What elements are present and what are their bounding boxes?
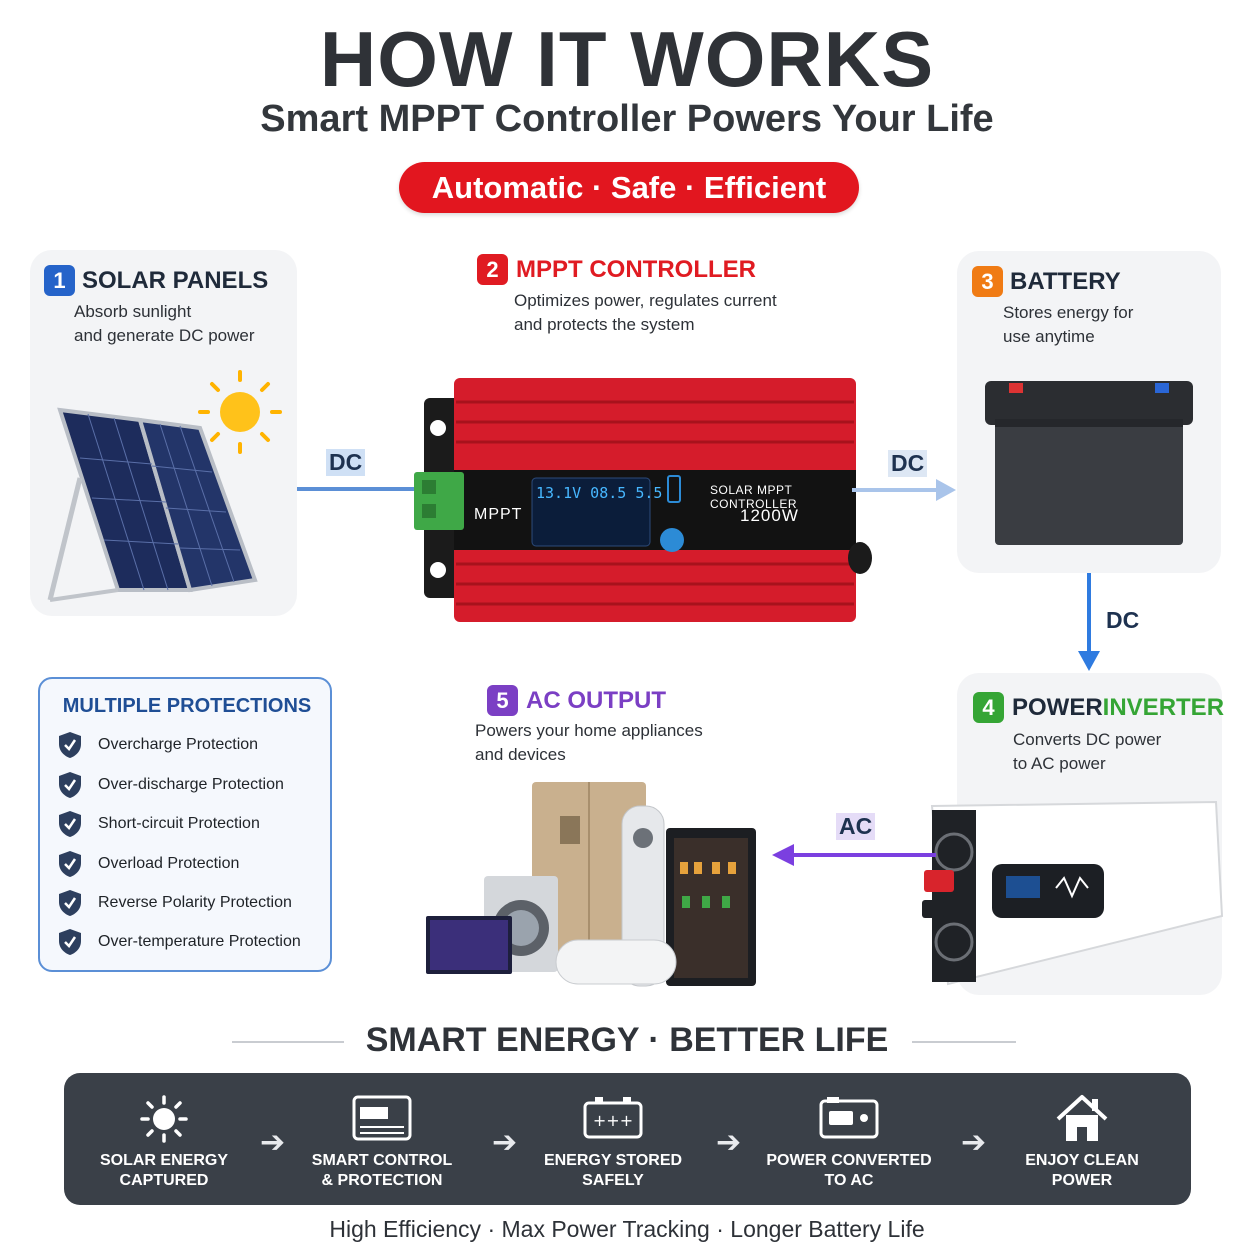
- protection-item-label: Overcharge Protection: [98, 736, 259, 753]
- step-desc-line: Powers your home appliances: [475, 721, 703, 740]
- step-desc-line: use anytime: [1003, 327, 1095, 346]
- controller-lcd-readout: 13.1V 08.5 5.5: [536, 484, 663, 502]
- step-desc-line: and generate DC power: [74, 326, 255, 345]
- step-desc-line: Optimizes power, regulates current: [514, 291, 777, 310]
- step-desc-line: and devices: [475, 745, 566, 764]
- arrow-right-icon: ➔: [716, 1126, 742, 1159]
- battery-image: [985, 381, 1193, 545]
- protection-item-label: Short-circuit Protection: [98, 815, 260, 832]
- protection-item-label: Over-discharge Protection: [98, 776, 284, 793]
- protection-item: Over-discharge Protection: [58, 770, 284, 800]
- flow-line-dc-3: [1087, 573, 1091, 653]
- battery-icon: +++: [583, 1097, 643, 1139]
- strip-step-label: POWER CONVERTED: [766, 1152, 932, 1169]
- step-badge-3: 3: [972, 266, 1003, 297]
- protection-item-label: Overload Protection: [98, 855, 240, 872]
- mppt-controller-device: MPPT 13.1V 08.5 5.5 SOLAR MPPT CONTROLLE…: [412, 372, 872, 628]
- divider-line: [232, 1041, 344, 1043]
- step-title: MPPT CONTROLLER: [516, 255, 756, 283]
- step-badge-2: 2: [477, 254, 508, 285]
- protection-item-label: Over-temperature Protection: [98, 933, 301, 950]
- strip-step-label: SOLAR ENERGY: [99, 1152, 228, 1169]
- step-badge-5: 5: [487, 685, 518, 716]
- protections-title: MULTIPLE PROTECTIONS: [62, 695, 312, 717]
- appliances-image: [426, 782, 756, 987]
- protection-item: Short-circuit Protection: [58, 809, 260, 839]
- power-inverter-image: [922, 800, 1224, 986]
- flow-label-dc-3: DC: [1106, 607, 1140, 633]
- strip-step: +++ ENERGY STORED SAFELY: [513, 1073, 713, 1205]
- step-badge-1: 1: [44, 265, 75, 296]
- strip-step: POWER CONVERTED TO AC: [749, 1073, 949, 1205]
- strip-step: SMART CONTROL & PROTECTION: [282, 1073, 482, 1205]
- protection-item: Reverse Polarity Protection: [58, 888, 292, 918]
- flow-label-ac: AC: [836, 813, 876, 840]
- page-title: HOW IT WORKS: [319, 15, 935, 103]
- svg-text:+++: +++: [593, 1111, 633, 1130]
- footer-tagline: High Efficiency · Max Power Tracking · L…: [329, 1216, 925, 1242]
- strip-step-label: & PROTECTION: [321, 1172, 443, 1189]
- step-desc-line: Converts DC power: [1013, 730, 1162, 749]
- solar-panels-card: 1 SOLAR PANELS Absorb sunlight and gener…: [30, 250, 297, 616]
- protection-item: Over-temperature Protection: [58, 927, 301, 957]
- step-title-part: POWER: [1012, 693, 1103, 721]
- flow-line-ac: [792, 853, 936, 857]
- controller-power-text: 1200W: [740, 506, 799, 525]
- shield-check-icon: [59, 929, 81, 955]
- solar-panel-image: [47, 370, 282, 602]
- house-icon: [1056, 1095, 1108, 1141]
- strip-step-label: SMART CONTROL: [311, 1152, 453, 1169]
- flow-label-dc-2: DC: [888, 450, 928, 477]
- shield-check-icon: [59, 851, 81, 877]
- strip-step-label: SAFELY: [582, 1172, 644, 1189]
- step-desc-line: Absorb sunlight: [74, 302, 192, 321]
- protection-item: Overcharge Protection: [58, 730, 258, 760]
- step-desc-line: to AC power: [1013, 754, 1106, 773]
- step-title: BATTERY: [1010, 267, 1121, 295]
- step-desc-line: and protects the system: [514, 315, 695, 334]
- strip-step: ENJOY CLEAN POWER: [982, 1073, 1182, 1205]
- strip-step-label: POWER: [1051, 1172, 1113, 1189]
- tagline-badge: Automatic · Safe · Efficient: [399, 162, 859, 213]
- strip-step-label: CAPTURED: [119, 1172, 209, 1189]
- protection-item-label: Reverse Polarity Protection: [98, 894, 292, 911]
- protections-panel: MULTIPLE PROTECTIONS Overcharge Protecti…: [38, 677, 332, 972]
- page-subtitle: Smart MPPT Controller Powers Your Life: [260, 98, 994, 140]
- arrow-right-icon: ➔: [492, 1126, 518, 1159]
- protection-item: Overload Protection: [58, 849, 239, 879]
- flow-arrow-head-icon: [1078, 651, 1100, 671]
- controller-model-text: SOLAR MPPT CONTROLLER: [710, 483, 798, 511]
- flow-arrow-head-icon: [772, 844, 794, 866]
- divider-line: [912, 1041, 1016, 1043]
- step-title: SOLAR PANELS: [82, 266, 269, 294]
- sun-icon: [140, 1095, 188, 1143]
- step-title-part: INVERTER: [1102, 693, 1225, 721]
- flow-label-dc-1: DC: [326, 449, 366, 476]
- strip-step-label: ENJOY CLEAN: [1025, 1152, 1139, 1169]
- sun-icon: [198, 370, 282, 454]
- controller-icon: [352, 1095, 412, 1141]
- strip-step: SOLAR ENERGY CAPTURED: [64, 1073, 264, 1205]
- step-badge-4: 4: [973, 692, 1004, 723]
- flow-arrow-head-icon: [936, 479, 956, 501]
- strip-title: SMART ENERGY · BETTER LIFE: [365, 1021, 889, 1059]
- shield-check-icon: [59, 772, 81, 798]
- strip-step-label: TO AC: [824, 1172, 874, 1189]
- strip-step-label: ENERGY STORED: [543, 1152, 683, 1169]
- shield-check-icon: [59, 732, 81, 758]
- controller-brand-label: MPPT: [474, 506, 523, 523]
- battery-card: 3 BATTERY Stores energy for use anytime: [957, 251, 1221, 573]
- shield-check-icon: [59, 811, 81, 837]
- arrow-right-icon: ➔: [961, 1126, 987, 1159]
- flow-line-dc-2: [852, 488, 938, 492]
- flow-line-dc-1: [297, 487, 414, 491]
- arrow-right-icon: ➔: [260, 1126, 286, 1159]
- shield-check-icon: [59, 890, 81, 916]
- inverter-icon: [819, 1097, 879, 1139]
- step-desc-line: Stores energy for: [1003, 303, 1134, 322]
- step-title: AC OUTPUT: [526, 686, 666, 714]
- process-strip: SOLAR ENERGY CAPTURED ➔ SMART CONTROL & …: [64, 1073, 1191, 1205]
